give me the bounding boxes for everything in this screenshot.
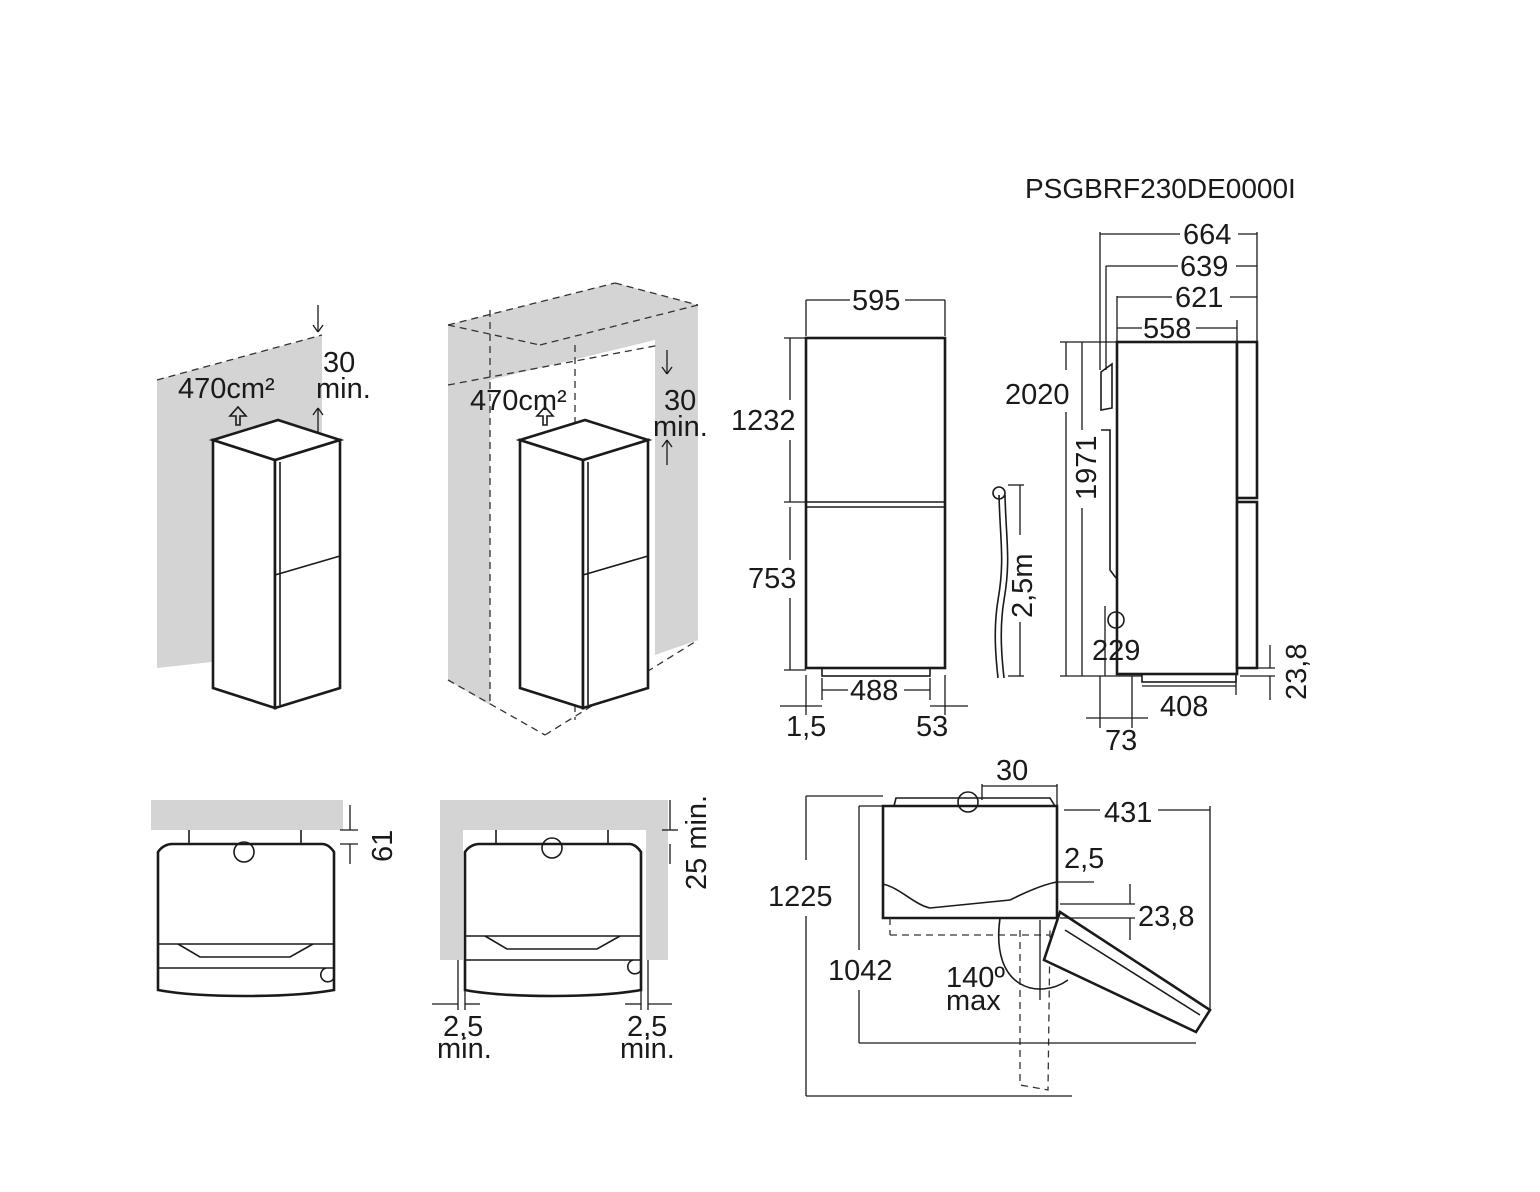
vent-area-label-1: 470cm² [178, 373, 275, 405]
front-upper-height-label: 1232 [731, 405, 796, 437]
power-plug-icon [1107, 611, 1125, 629]
niche-installation-figure: 470cm² 30 min. [447, 282, 708, 736]
cable-length-label: 2,5m [1007, 554, 1039, 618]
front-view-figure: 595 1232 753 488 1,5 53 [731, 285, 968, 743]
side-depth-558: 558 [1143, 313, 1191, 345]
top-view-niche-figure: 25 min. 2,5 min. 2,5 min. [432, 795, 713, 1065]
front-left-offset-label: 1,5 [786, 711, 826, 743]
side-door-offset-label: 23,8 [1281, 644, 1313, 700]
front-right-offset-label: 53 [916, 711, 948, 743]
power-plug-icon [992, 486, 1006, 500]
hinge-gap-label: 2,5 [1064, 843, 1104, 875]
open-depth-1225-label: 1225 [768, 881, 833, 913]
side-depth-639: 639 [1180, 251, 1228, 283]
side-view-figure: 664 639 621 558 2020 1971 229 408 73 [1005, 219, 1313, 757]
model-code: PSGBRF230DE0000I [1025, 173, 1296, 204]
side-foot-408-label: 408 [1160, 691, 1208, 723]
side-gap-left-label: 2,5 [443, 1011, 483, 1043]
top-gap-value-1: 30 [323, 347, 355, 379]
power-cable-figure: 2,5m [992, 484, 1039, 679]
vent-area-label-2: 470cm² [470, 385, 567, 417]
side-plug-height-label: 229 [1092, 635, 1140, 667]
top-gap-value-2: 30 [664, 385, 696, 417]
angle-arc [997, 917, 1069, 990]
door-angle-unit: max [946, 985, 1001, 1017]
power-plug-icon [233, 841, 255, 863]
side-foot-73-label: 73 [1105, 725, 1137, 757]
door-clearance-label: 431 [1104, 797, 1152, 829]
power-plug-icon [541, 837, 563, 859]
top-gap-unit-2: min. [653, 411, 708, 443]
rear-wall [151, 800, 343, 830]
power-plug-icon [957, 791, 979, 813]
open-depth-1042-label: 1042 [828, 955, 893, 987]
door-swing-figure: 140º max 30 431 2,5 23,8 1225 1042 [768, 755, 1212, 1097]
door-top-offset-label: 30 [996, 755, 1028, 787]
side-gap-right-label: 2,5 [627, 1011, 667, 1043]
top-gap-unit-1: min. [316, 373, 371, 405]
side-depth-664: 664 [1183, 219, 1231, 251]
side-gap-left-unit: min. [437, 1033, 492, 1065]
front-base-width-label: 488 [850, 675, 898, 707]
front-width-label: 595 [852, 285, 900, 317]
air-outlet-arrow-icon [228, 405, 248, 426]
front-lower-height-label: 753 [748, 563, 796, 595]
niche-walls [440, 800, 668, 960]
side-depth-621: 621 [1175, 282, 1223, 314]
side-total-height-label: 2020 [1005, 379, 1070, 411]
side-gap-right-unit: min. [620, 1033, 675, 1065]
freestanding-installation-figure: 470cm² 30 min. [156, 305, 371, 710]
rear-gap-2-label: 25 min. [681, 795, 713, 890]
air-outlet-arrow-icon [535, 405, 555, 426]
rear-gap-label: 61 [367, 830, 399, 862]
hinge-offset-label: 23,8 [1138, 901, 1194, 933]
door-angle-label: 140º [946, 962, 1005, 994]
side-body-height-label: 1971 [1071, 435, 1103, 500]
top-view-wall-figure: 61 [151, 800, 399, 998]
